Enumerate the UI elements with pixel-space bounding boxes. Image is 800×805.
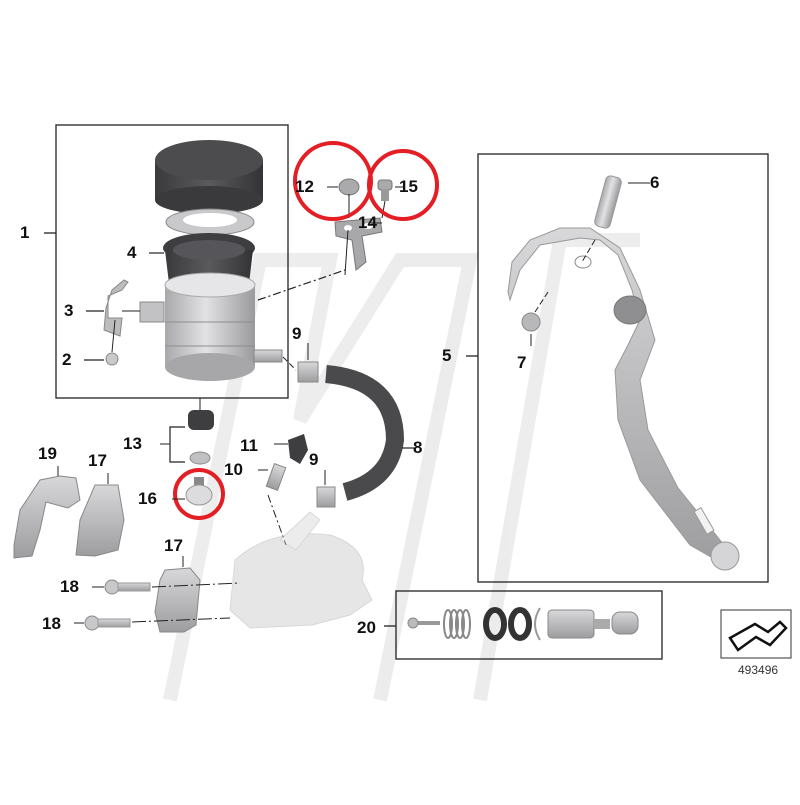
callout-9a[interactable]: 9 [292,324,302,343]
callout-15[interactable]: 15 [399,177,418,196]
lever-group-box [466,153,769,583]
clamp-part-17-lower [154,556,201,633]
highlight-circle-16 [173,468,225,520]
master-cylinder-body [229,511,373,629]
callout-18b[interactable]: 18 [42,614,61,633]
callout-13[interactable]: 13 [123,434,142,453]
reservoir-group-box [44,124,289,399]
screw-part-2 [105,319,119,366]
repair-kit-box [384,590,663,660]
pivot-pin-part-6 [581,175,650,263]
callout-9b[interactable]: 9 [309,450,319,469]
callout-10[interactable]: 10 [224,460,243,479]
clamp-part-17-upper [75,473,125,557]
ferrule-9-upper [282,343,319,383]
bolt-part-18-upper [92,579,241,595]
callout-5[interactable]: 5 [442,346,452,365]
callout-2[interactable]: 2 [62,350,72,369]
figure-number: 493496 [738,663,779,677]
callout-18a[interactable]: 18 [60,577,79,596]
callout-8[interactable]: 8 [413,438,423,457]
callout-14[interactable]: 14 [358,213,377,232]
reservoir-body [139,272,283,381]
callout-3[interactable]: 3 [64,301,74,320]
reservoir-washer [165,208,255,236]
bleed-valve-10 [258,463,287,546]
highlight-circle-15 [367,149,439,221]
clutch-lever [507,227,740,571]
callout-6[interactable]: 6 [650,173,660,192]
callout-1[interactable]: 1 [20,223,30,242]
callout-11[interactable]: 11 [240,436,258,455]
repair-kit-parts [407,607,639,641]
hose-part-8 [324,365,405,501]
screw-part-15 [377,179,405,219]
reservoir-cap [155,140,263,214]
callout-17a[interactable]: 17 [88,451,107,470]
grommet-part-13 [160,398,214,465]
bracket-14 [334,217,383,276]
callout-16[interactable]: 16 [138,489,157,508]
callout-4[interactable]: 4 [127,243,137,262]
bleed-cap-11 [274,434,308,464]
callout-7[interactable]: 7 [517,353,527,372]
callout-19[interactable]: 19 [38,444,57,463]
highlight-circles [173,141,439,520]
bolt-part-18-lower [74,615,231,631]
callout-17b[interactable]: 17 [164,536,183,555]
orientation-arrow-icon [720,609,792,659]
leader-lines [84,252,346,361]
bracket-clip [103,279,140,337]
callout-12[interactable]: 12 [295,177,314,196]
nut-part-7 [521,291,549,346]
screw-part-16 [172,477,213,506]
callout-20[interactable]: 20 [357,618,376,637]
clamp-part-19 [13,466,81,559]
ferrule-9-lower [316,470,336,508]
